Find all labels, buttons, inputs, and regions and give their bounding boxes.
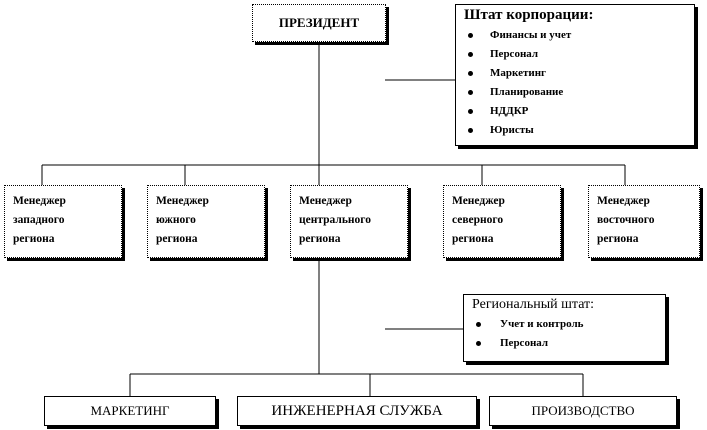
regional-staff-box: Региональный штат: Учет и контроль Персо… [463,294,666,362]
department-label: ПРОИЗВОДСТВО [531,403,635,418]
manager-line: Менеджер [156,195,209,207]
corporate-staff-item: Маркетинг [466,64,694,83]
manager-line: Менеджер [452,195,505,207]
manager-line: восточного [597,214,655,226]
manager-line: Менеджер [13,195,66,207]
corporate-staff-item: Персонал [466,45,694,64]
corporate-staff-title: Штат корпорации: [464,7,594,23]
president-label: ПРЕЗИДЕНТ [278,15,360,30]
manager-line: региона [13,233,55,245]
manager-line: южного [156,214,196,226]
manager-south-box: Менеджер южного региона [147,185,265,258]
manager-line: Менеджер [299,195,352,207]
manager-line: центрального [299,214,371,226]
corporate-staff-item: Планирование [466,83,694,102]
manager-line: региона [597,233,639,245]
regional-staff-title: Региональный штат: [472,297,595,312]
manager-east-box: Менеджер восточного региона [588,185,700,258]
manager-central-box: Менеджер центрального региона [290,185,408,258]
department-production-box: ПРОИЗВОДСТВО [489,396,677,426]
corporate-staff-box: Штат корпорации: Финансы и учет Персонал… [455,4,695,146]
regional-staff-item: Учет и контроль [474,315,665,334]
corporate-staff-list: Финансы и учет Персонал Маркетинг Планир… [456,26,694,140]
manager-line: Менеджер [597,195,650,207]
department-label: ИНЖЕНЕРНАЯ СЛУЖБА [271,402,443,419]
corporate-staff-item: НДДКР [466,102,694,121]
corporate-staff-item: Финансы и учет [466,26,694,45]
manager-line: западного [13,214,65,226]
regional-staff-list: Учет и контроль Персонал [464,315,665,353]
manager-west-box: Менеджер западного региона [4,185,122,258]
manager-line: региона [299,233,341,245]
corporate-staff-item: Юристы [466,121,694,140]
department-marketing-box: МАРКЕТИНГ [44,396,216,426]
department-engineering-box: ИНЖЕНЕРНАЯ СЛУЖБА [237,396,477,426]
president-box: ПРЕЗИДЕНТ [252,4,386,42]
manager-line: региона [156,233,198,245]
manager-line: северного [452,214,504,226]
department-label: МАРКЕТИНГ [90,403,170,418]
manager-north-box: Менеджер северного региона [443,185,561,258]
manager-line: региона [452,233,494,245]
regional-staff-item: Персонал [474,334,665,353]
